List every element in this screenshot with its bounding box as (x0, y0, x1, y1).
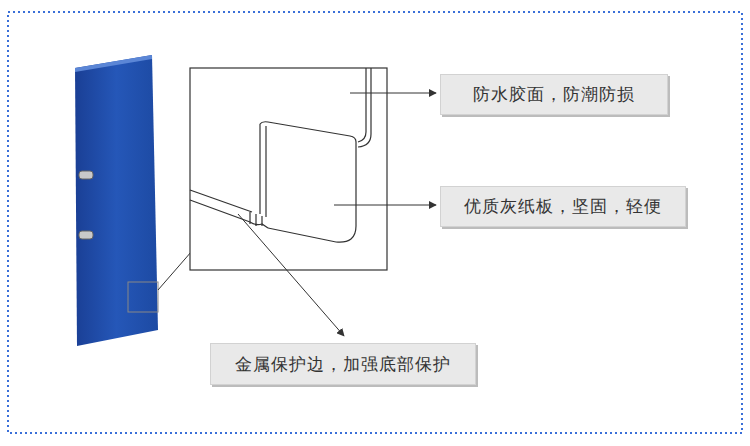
binder (75, 55, 158, 346)
callout-box: 金属保护边，加强底部保护 (210, 343, 476, 385)
callout-text: 防水胶面，防潮防损 (473, 83, 635, 106)
inset-frame (190, 68, 387, 270)
binder-ring (79, 171, 93, 179)
binder-top-edge (75, 55, 152, 72)
callout-box: 优质灰纸板，坚固，轻便 (440, 186, 686, 227)
callout-box: 防水胶面，防潮防损 (440, 74, 668, 115)
dotted-frame (8, 12, 742, 433)
leader-line (334, 205, 436, 206)
callout-text: 优质灰纸板，坚固，轻便 (464, 195, 662, 218)
leader-line (350, 93, 436, 94)
zoom-marker (128, 282, 158, 312)
cross-section (190, 68, 371, 242)
callout-text: 金属保护边，加强底部保护 (235, 353, 451, 376)
leader-line (238, 214, 344, 336)
binder-ring (79, 231, 93, 239)
